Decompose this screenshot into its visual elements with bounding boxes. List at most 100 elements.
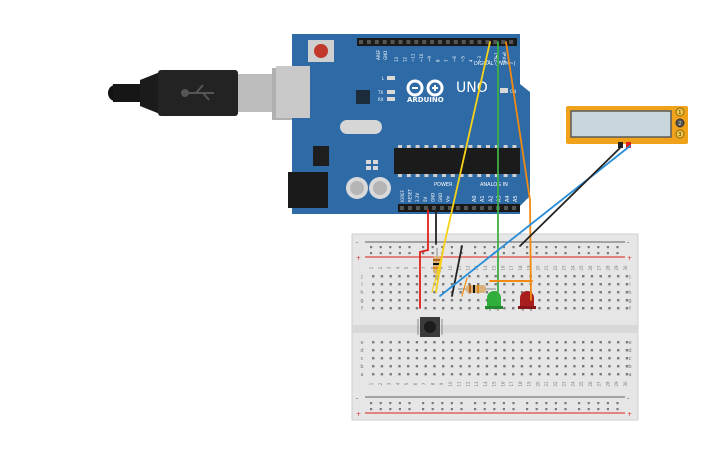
terminal-hole [617,365,620,368]
terminal-hole [389,275,392,278]
header-hole [414,40,419,44]
terminal-hole [617,283,620,286]
push-button[interactable] [417,317,443,337]
column-number: 18 [518,381,523,387]
chip-pin [415,174,420,177]
wire-orange-short [461,277,468,297]
terminal-hole [599,275,602,278]
rail-hole [408,402,411,405]
terminal-hole [398,373,401,376]
terminal-hole [407,357,410,360]
column-number: 6 [413,382,418,385]
terminal-hole [617,349,620,352]
terminal-hole [424,283,427,286]
terminal-hole [573,283,576,286]
terminal-hole [380,341,384,344]
chip-pin [459,145,464,148]
rail-hole [512,252,515,255]
rail-hole [483,252,486,255]
terminal-hole [608,291,611,294]
terminal-hole [442,291,445,294]
terminal-hole [582,299,585,302]
power-jack [288,172,328,208]
rail-hole [398,252,401,255]
header-hole [464,206,468,210]
power-pin-label: IOREF [400,189,405,202]
terminal-hole [459,349,462,352]
terminal-hole [477,283,480,286]
wire-yellow-2 [431,247,445,293]
terminal-hole [555,373,559,376]
header-hole [374,40,379,44]
header-hole [440,206,444,210]
terminal-hole [380,291,384,294]
chip-pin [442,145,446,148]
row-letter: b [628,364,631,370]
column-number: 23 [562,265,567,271]
digital-pin-label: ~3 [477,56,482,62]
terminal-hole [424,365,427,368]
rail-hole [474,402,477,405]
rail-hole [370,402,373,405]
terminal-hole [389,349,392,352]
terminal-hole [564,349,567,352]
terminal-hole [590,373,594,376]
terminal-hole [389,357,392,360]
row-letter: e [360,340,363,346]
terminal-hole [468,357,471,360]
rail-hole [379,402,382,405]
header-hole [485,40,490,44]
terminal-hole [617,299,620,302]
column-number: 29 [614,381,619,387]
column-number: 11 [457,381,462,387]
terminal-hole [415,349,419,352]
terminal-hole [608,349,611,352]
terminal-hole [529,357,532,360]
terminal-hole [538,275,541,278]
rail-hole [460,408,463,411]
terminal-hole [442,307,445,310]
column-number: 11 [457,265,462,271]
terminal-hole [547,365,550,368]
rail-hole [587,246,590,249]
terminal-hole [389,291,392,294]
terminal-hole [433,373,436,376]
column-number: 29 [614,265,619,271]
rail-hole [616,246,619,249]
rail-hole [578,246,581,249]
terminal-hole [512,365,515,368]
rail-hole [564,246,567,249]
terminal-hole [582,291,585,294]
terminal-hole [494,275,497,278]
terminal-hole [380,357,384,360]
terminal-hole [380,275,384,278]
digital-pin-label: ~10 [419,53,424,62]
header-hole [359,40,363,44]
rail-hole [578,408,581,411]
terminal-hole [599,307,602,310]
terminal-hole [424,275,427,278]
chip-pin [406,145,411,148]
column-number: 9 [439,382,444,385]
rail-hole [535,408,538,411]
chip-pin [442,174,446,177]
digital-pin-label: ~6 [452,56,457,62]
rail-hole [545,408,548,411]
terminal-hole [442,341,445,344]
power-pin-label: GND [430,193,435,202]
terminal-hole [625,349,629,352]
top-plus-right: + [627,255,632,262]
led-rx-label: RX [378,97,384,102]
terminal-hole [573,365,576,368]
column-number: 22 [553,265,558,271]
chip-pin [503,145,508,148]
terminal-hole [450,357,454,360]
lcd-module: 1 2 3 [566,106,688,148]
rail-hole [564,252,567,255]
terminal-hole [398,357,401,360]
header-hole [366,40,371,44]
terminal-hole [573,357,576,360]
chip-pin [433,145,438,148]
terminal-hole [555,349,559,352]
rail-hole [474,408,477,411]
